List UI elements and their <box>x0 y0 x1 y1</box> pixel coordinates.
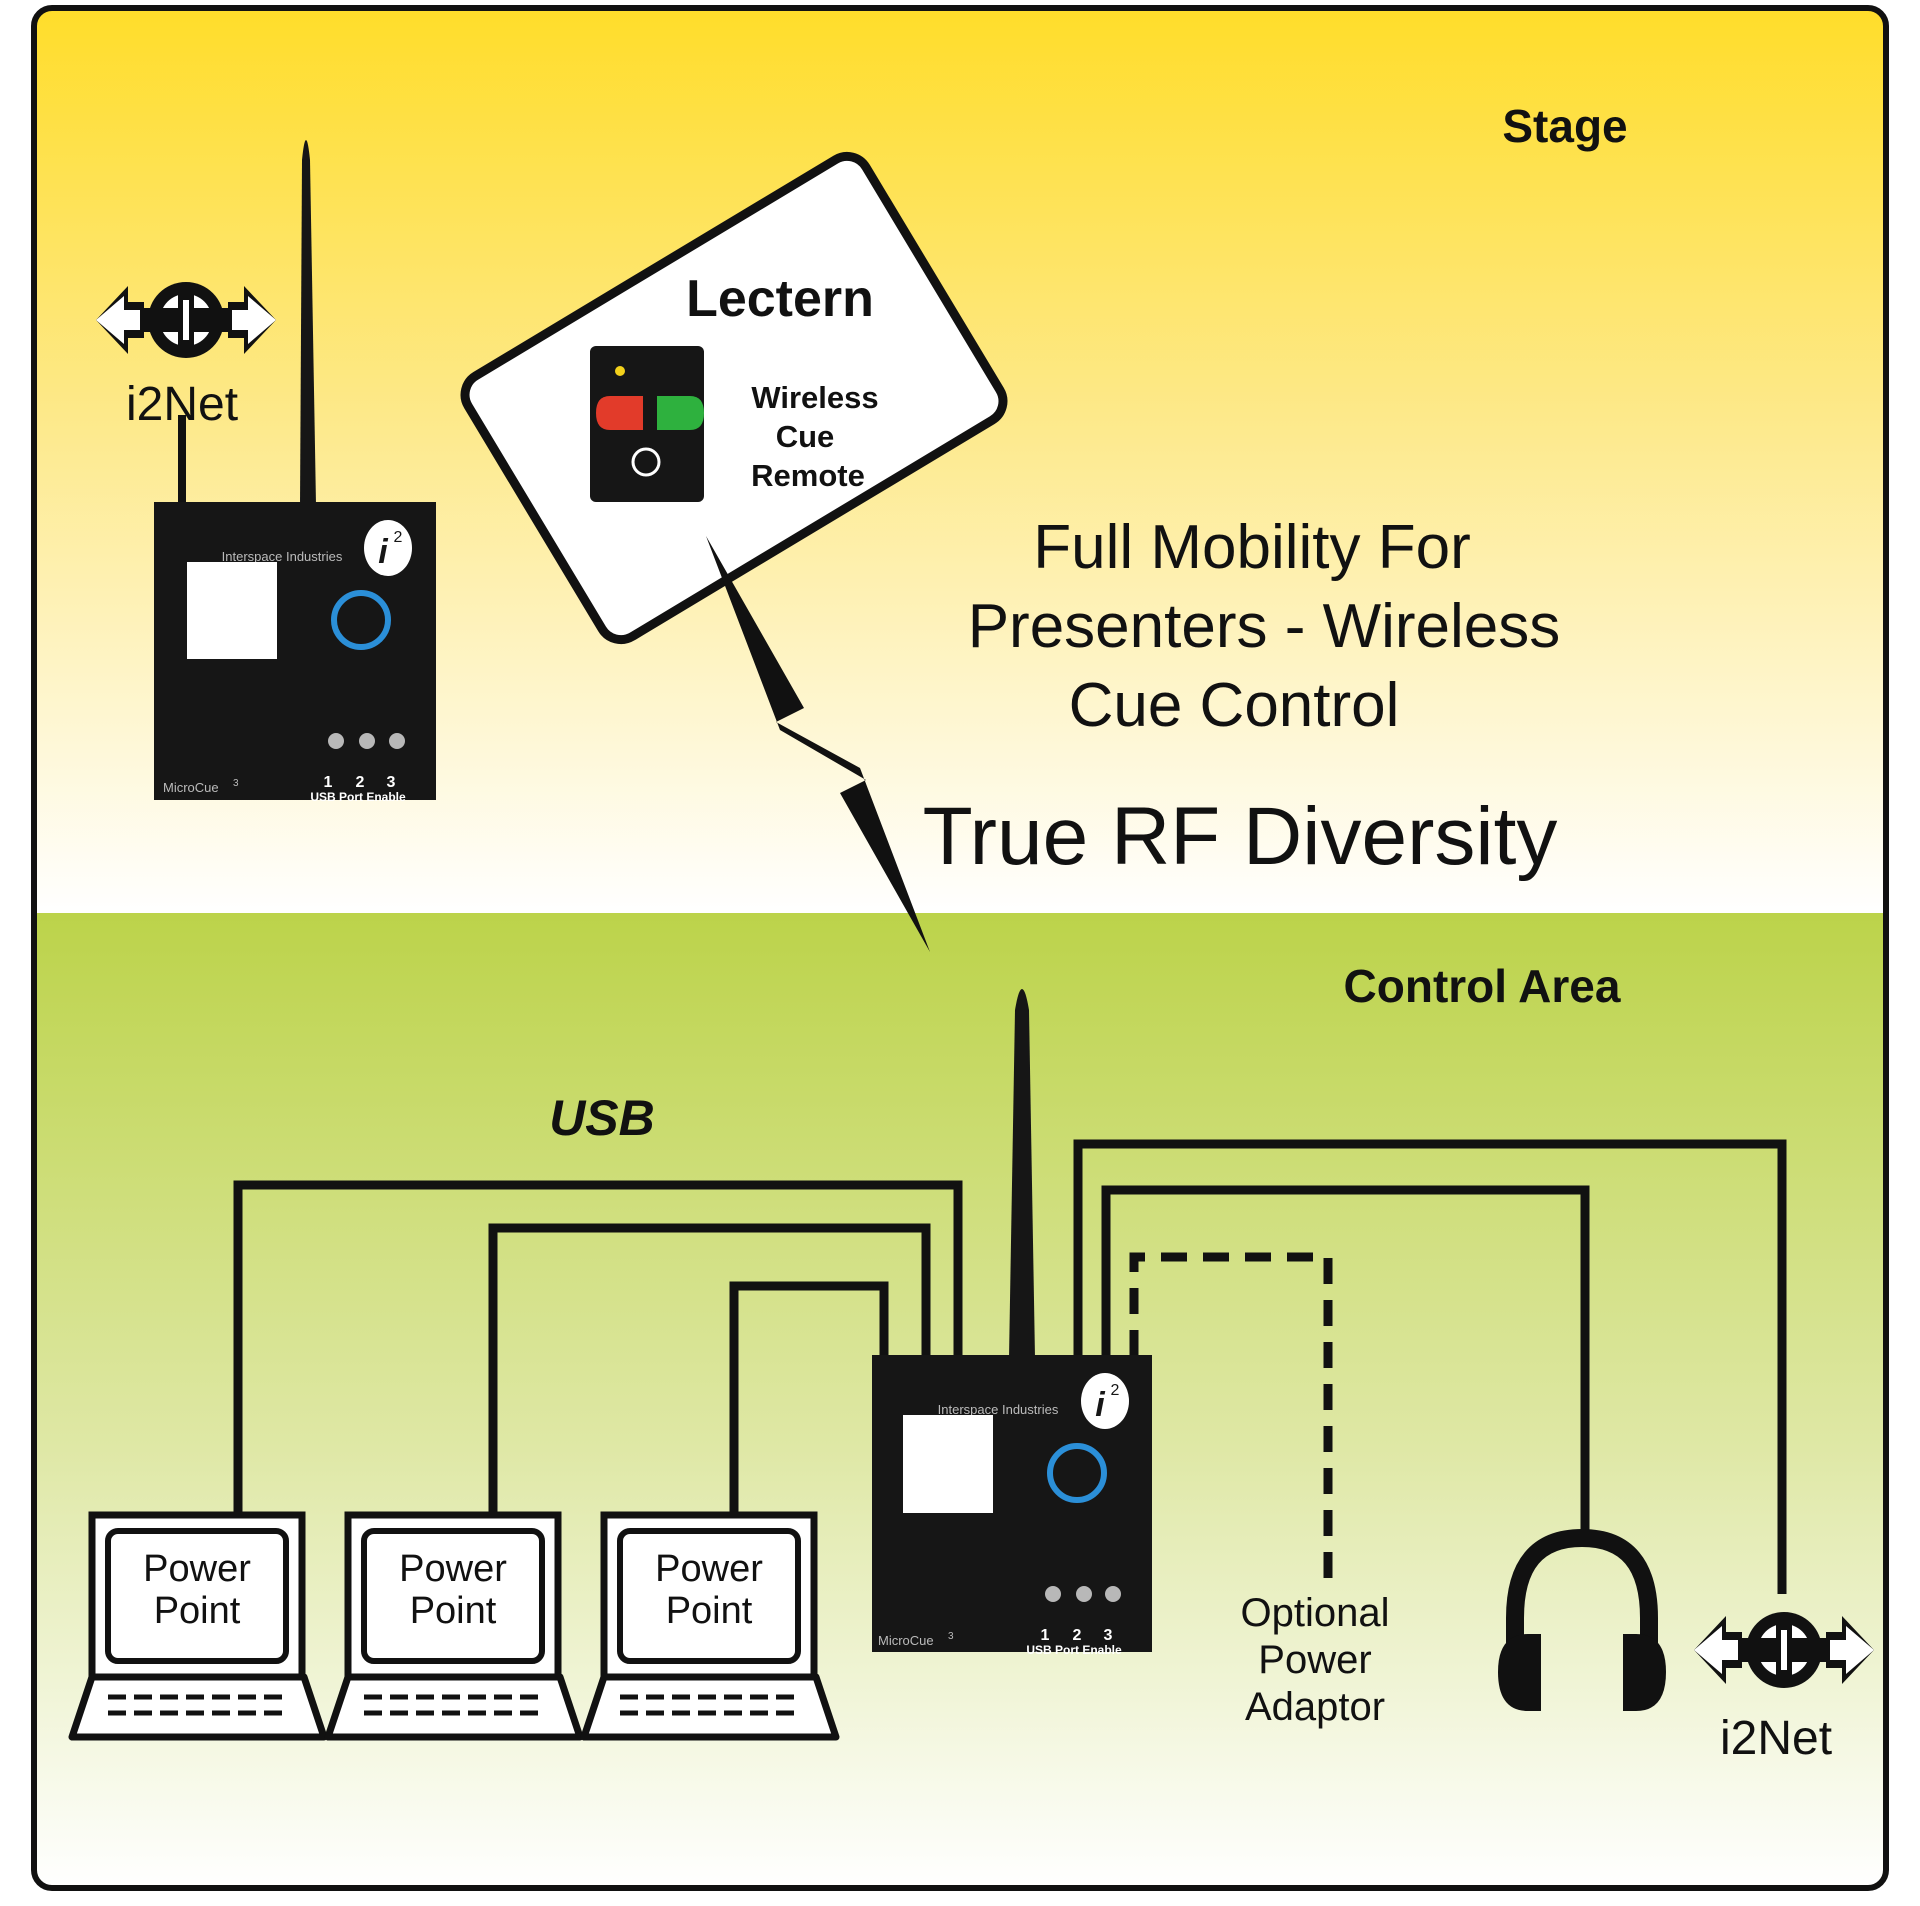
output-cables <box>1073 1139 1787 1594</box>
mobility-text-line-2: Presenters - Wireless <box>968 592 1561 661</box>
device-logo-sup: 2 <box>1111 1382 1120 1399</box>
power-adaptor-line-3: Adaptor <box>1245 1685 1385 1729</box>
device-port-led-1 <box>328 733 344 749</box>
control-i2net-label: i2Net <box>1720 1712 1832 1765</box>
rf-diversity-text: True RF Diversity <box>923 791 1558 882</box>
device-port-led-2 <box>1076 1586 1092 1602</box>
power-adaptor-line-2: Power <box>1258 1638 1371 1682</box>
laptop-screen-line-1: Power <box>655 1548 763 1590</box>
mobility-text-line-3: Cue Control <box>1069 671 1400 740</box>
device-logo-badge <box>364 520 412 576</box>
laptop-computer-3: Power Point <box>584 1515 836 1737</box>
usb-label: USB <box>549 1090 655 1146</box>
device-logo: i <box>378 533 389 571</box>
i2net-connector-icon <box>1694 1612 1874 1688</box>
control-microcue-device: Interspace Industries i 2 1 2 3 USB Port… <box>872 1355 1152 1657</box>
diagram-frame <box>31 5 1889 1891</box>
rf-lightning-bolt-icon <box>706 536 930 952</box>
device-model-label: MicroCue <box>878 1633 934 1648</box>
laptop-computer-2: Power Point <box>328 1515 580 1737</box>
device-logo: i <box>1095 1386 1106 1424</box>
device-port-caption: USB Port Enable <box>310 790 406 804</box>
stage-microcue-device: Interspace Industries i 2 1 2 3 USB Port… <box>154 502 436 804</box>
wireless-cue-remote-icon <box>590 346 704 502</box>
remote-label-line-2: Cue <box>776 419 835 454</box>
control-antenna <box>1009 989 1035 1358</box>
laptop-computer-1: Power Point <box>72 1515 324 1737</box>
device-cue-button <box>1047 1443 1107 1503</box>
laptop-screen-line-1: Power <box>399 1548 507 1590</box>
device-model-label: MicroCue <box>163 780 219 795</box>
device-maker-label: Interspace Industries <box>222 549 343 564</box>
device-port-led-3 <box>1105 1586 1121 1602</box>
stage-antenna <box>300 140 316 505</box>
device-display <box>187 562 277 659</box>
device-model-sup: 3 <box>948 1631 954 1642</box>
laptop-screen-line-2: Point <box>666 1590 753 1632</box>
device-cue-button <box>331 590 391 650</box>
lectern-title: Lectern <box>686 270 874 328</box>
device-port-led-1 <box>1045 1586 1061 1602</box>
device-port-led-3 <box>389 733 405 749</box>
device-logo-sup: 2 <box>394 529 403 546</box>
device-port-number-2: 2 <box>356 774 365 791</box>
mobility-text-line-1: Full Mobility For <box>1033 513 1471 582</box>
device-port-caption: USB Port Enable <box>1026 1643 1122 1657</box>
remote-label-line-1: Wireless <box>751 380 878 415</box>
laptop-screen-line-2: Point <box>154 1590 241 1632</box>
power-adaptor-line-1: Optional <box>1241 1591 1390 1635</box>
device-port-number-2: 2 <box>1073 1627 1082 1644</box>
device-port-number-3: 3 <box>387 774 396 791</box>
device-logo-badge <box>1081 1373 1129 1429</box>
stage-zone-label: Stage <box>1502 100 1627 152</box>
optional-power-cable <box>1129 1252 1333 1580</box>
lectern-card <box>460 151 1008 645</box>
usb-cables <box>233 1180 963 1515</box>
device-port-led-2 <box>359 733 375 749</box>
device-port-number-1: 1 <box>324 774 333 791</box>
headphones-icon <box>1498 1528 1666 1711</box>
i2net-connector-icon <box>96 282 276 358</box>
laptop-screen-line-1: Power <box>143 1548 251 1590</box>
device-port-number-1: 1 <box>1041 1627 1050 1644</box>
device-model-sup: 3 <box>233 778 239 789</box>
device-display <box>903 1415 993 1513</box>
laptop-screen-line-2: Point <box>410 1590 497 1632</box>
control-zone-label: Control Area <box>1344 960 1621 1012</box>
remote-label-line-3: Remote <box>751 458 865 493</box>
device-port-number-3: 3 <box>1104 1627 1113 1644</box>
device-maker-label: Interspace Industries <box>938 1402 1059 1417</box>
